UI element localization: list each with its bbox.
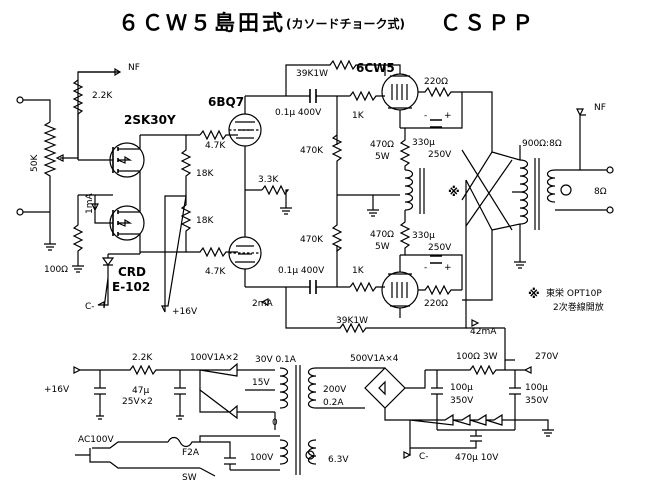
label-ps-plus16: +16V	[44, 385, 70, 395]
label-ps-c100b: 100μ	[525, 383, 548, 393]
cap330-a-minus: -	[424, 111, 427, 121]
cap330-b-plus: +	[444, 263, 452, 273]
tube-6cw5-upper	[381, 73, 419, 111]
coupling: 0.1μ 400V 39K1W 0.1μ 400V 39K1W 2mA 470K…	[245, 59, 467, 334]
cap330-a-plus: +	[444, 111, 452, 121]
label-cap330-b-v: 250V	[428, 243, 452, 253]
label-470k-a: 470K	[300, 146, 324, 156]
label-2k2: 2.2K	[92, 91, 113, 101]
label-crd: CRD	[118, 265, 146, 279]
note-star: ※	[528, 287, 540, 301]
fet-label: 2SK30Y	[124, 113, 176, 127]
crd-diode	[101, 254, 115, 278]
label-470-b: 470Ω	[370, 230, 394, 240]
label-18k-a: 18K	[196, 169, 214, 179]
label-39k-bot: 39K1W	[336, 316, 368, 326]
fet-upper	[112, 147, 119, 173]
resistor-2k2	[72, 79, 84, 160]
label-39k-top: 39K1W	[296, 69, 328, 79]
label-6cw5: 6CW5	[356, 61, 395, 75]
cap-0u1-a	[309, 89, 317, 103]
nf-label-top: NF	[128, 63, 140, 73]
bias-divider: 18K 18K +16V 4.7K 4.7K	[140, 129, 238, 317]
label-plus16-amp: +16V	[172, 307, 198, 317]
tube-6cw5-lower	[381, 271, 419, 309]
input-terminal-hot	[16, 96, 24, 104]
label-cap330-a-v: 250V	[428, 150, 452, 160]
label-470-a: 470Ω	[370, 140, 394, 150]
label-3k3: 3.3K	[258, 175, 279, 185]
cap-0u1-b	[309, 280, 317, 294]
label-spk: 8Ω	[594, 187, 607, 197]
title-main: ６ＣＷ５島田式	[118, 11, 286, 35]
label-ps-c47: 47μ	[132, 386, 149, 396]
fuse-f2a	[160, 436, 200, 448]
label-470k-b: 470K	[300, 235, 324, 245]
speaker-terminal-hot	[606, 166, 614, 174]
label-c01-b: 0.1μ 400V	[278, 266, 325, 276]
label-cap330-a: 330μ	[412, 138, 435, 148]
label-1ma: 1mA	[85, 193, 95, 214]
label-ps-100v: 100V	[250, 453, 274, 463]
label-ps-ac: AC100V	[78, 435, 114, 445]
label-ps-c100a: 100μ	[450, 383, 473, 393]
title-subtitle: (カソードチョーク式)	[286, 16, 405, 31]
input-terminal-gnd	[16, 208, 24, 216]
label-ps-c100a-v: 350V	[450, 396, 474, 406]
label-cap330-b: 330μ	[412, 231, 435, 241]
label-220-a: 220Ω	[424, 77, 448, 87]
output-stage: 1K 1K 220Ω 6CW5 220Ω 470Ω 5W - + 330μ 25…	[349, 61, 521, 337]
label-ps-c470: 470μ 10V	[455, 453, 499, 463]
label-6bq7: 6BQ7	[208, 95, 244, 109]
label-ps-f2a: F2A	[182, 448, 200, 458]
label-470-a-w: 5W	[375, 152, 390, 162]
input-section: 50K NF 2.2K 2SK30Y 1mA 100Ω CRD E-102	[16, 63, 176, 312]
note-maker: 東栄 OPT10P	[546, 287, 602, 299]
label-100ohm: 100Ω	[44, 265, 68, 275]
fet-lower	[112, 210, 119, 236]
label-1k-a: 1K	[352, 111, 365, 121]
power-supply: +16V 2.2K 47μ 25V×2 100V1A×2 30V 0.1A 15…	[44, 352, 559, 483]
label-ps-diode1: 100V1A×2	[190, 353, 239, 363]
label-e102: E-102	[112, 280, 150, 294]
volume-pot	[43, 121, 57, 188]
label-ps-r100: 100Ω 3W	[456, 352, 498, 362]
label-ps-bridge: 500V1A×4	[350, 354, 399, 364]
label-choke-star: ※	[448, 185, 460, 199]
cathode-choke	[404, 169, 414, 211]
label-ps-r22k: 2.2K	[132, 353, 153, 363]
speaker-terminal-gnd	[606, 206, 614, 214]
label-2ma: 2mA	[252, 299, 273, 309]
label-nf-out: NF	[594, 103, 606, 113]
label-4k7-a: 4.7K	[205, 141, 226, 151]
label-c01-a: 0.1μ 400V	[275, 108, 322, 118]
tube-6bq7: 6BQ7 3.3K	[208, 95, 292, 287]
label-220-b: 220Ω	[424, 299, 448, 309]
label-ps-63v: 6.3V	[328, 455, 349, 465]
label-cminus-fet: C-	[85, 302, 95, 312]
label-ot-ratio: 900Ω:8Ω	[522, 139, 562, 149]
cap330-b-minus: -	[424, 263, 427, 273]
label-ps-270: 270V	[535, 352, 559, 362]
title-tail: ＣＳＰＰ	[440, 11, 536, 35]
label-ps-sw: SW	[182, 473, 197, 483]
pot-label: 50K	[30, 154, 40, 172]
label-ps-02a: 0.2A	[323, 398, 344, 408]
label-4k7-b: 4.7K	[205, 267, 226, 277]
label-ps-tap30: 30V 0.1A	[255, 355, 297, 365]
label-ps-200: 200V	[323, 385, 347, 395]
label-ps-tap15: 15V	[252, 378, 270, 388]
label-ps-cminus: C-	[419, 452, 429, 462]
note-open: 2次巻線開放	[553, 301, 604, 313]
label-18k-b: 18K	[196, 216, 214, 226]
label-1k-b: 1K	[352, 266, 365, 276]
label-ps-c100b-v: 350V	[525, 396, 549, 406]
output-transformer: 900Ω:8Ω NF 8Ω	[504, 103, 614, 361]
label-470-b-w: 5W	[375, 242, 390, 252]
label-ps-c47v: 25V×2	[122, 397, 153, 407]
label-42ma: 42mA	[470, 327, 497, 337]
